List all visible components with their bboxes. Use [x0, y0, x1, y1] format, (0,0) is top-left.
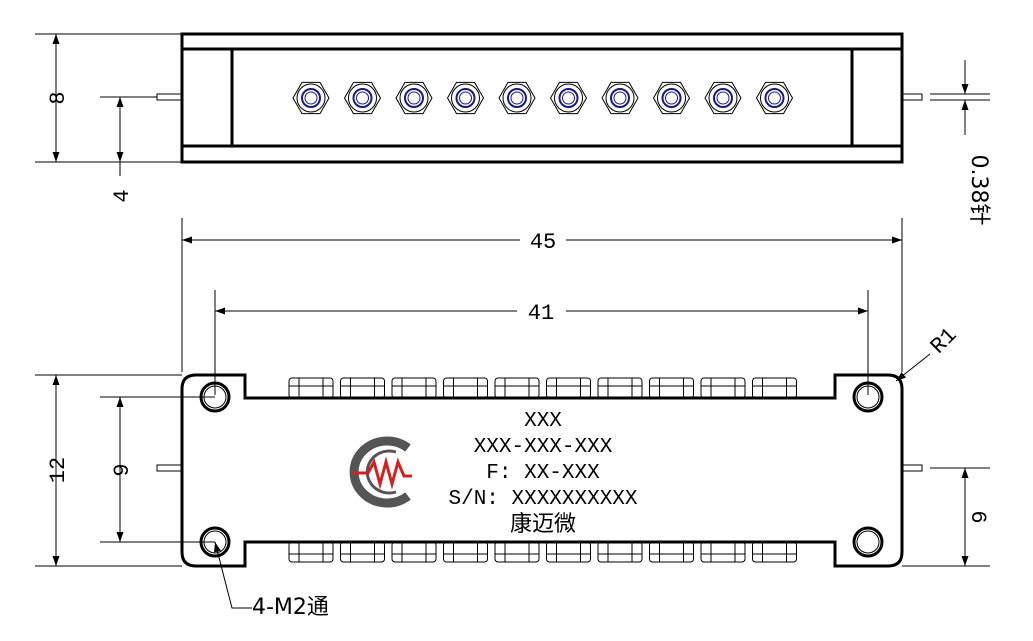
connector-side-top-4 [443, 377, 488, 399]
connector-side-top-8 [649, 377, 694, 399]
connector-side-bottom-10 [752, 541, 797, 563]
connector-side-top-3 [391, 377, 437, 399]
connector-8 [652, 81, 691, 115]
label-line-2: XXX-XXX-XXX [474, 436, 613, 459]
dim-top-height-text: 8 [46, 91, 71, 104]
connector-1 [292, 81, 330, 115]
connector-side-bottom-9 [700, 541, 746, 563]
connector-side-bottom-2 [340, 541, 385, 563]
connector-4 [446, 81, 485, 115]
connector-5 [498, 81, 536, 115]
dim-right-pin-offset-text: 6 [965, 510, 990, 523]
connector-side-top-1 [288, 377, 334, 399]
hole-callout: 4-M2通 [214, 541, 329, 620]
dim-body-height-text: 12 [46, 457, 71, 483]
connector-side-bottom-5 [494, 541, 540, 563]
top-right-pin [901, 93, 923, 101]
connector-7 [601, 81, 639, 115]
connector-side-top-7 [597, 377, 643, 399]
connector-2 [343, 81, 382, 115]
dim-top-height: 8 [35, 33, 182, 163]
bottom-left-pin [156, 464, 183, 472]
dim-hole-vertical-spacing: 9 [100, 396, 215, 543]
dim-right-pin-offset: 6 [902, 467, 990, 567]
dim-overall-length-text: 45 [530, 230, 556, 255]
connector-side-top-10 [752, 377, 797, 399]
connector-side-bottom-7 [597, 541, 643, 563]
connector-side-bottom-4 [443, 541, 488, 563]
top-connector-row [292, 81, 794, 115]
connector-3 [395, 81, 433, 115]
label-line-3: F: XX-XXX [486, 462, 600, 485]
hole-callout-text: 4-M2通 [252, 595, 329, 620]
connector-side-bottom-1 [288, 541, 334, 563]
top-left-pin [156, 93, 183, 101]
label-line-4: S/N: XXXXXXXXXX [448, 488, 637, 511]
company-logo-icon [349, 436, 412, 508]
label-line-5: 康迈微 [510, 512, 576, 537]
label-line-1: XXX [524, 410, 562, 433]
dim-corner-radius-text: R1 [926, 323, 962, 359]
bottom-view-body [180, 373, 904, 568]
dim-overall-length: 45 [181, 218, 903, 372]
dim-body-height: 12 [35, 374, 182, 567]
connector-10 [755, 81, 794, 115]
connector-side-bottom-8 [649, 541, 694, 563]
connector-side-bottom-6 [546, 541, 591, 563]
connector-6 [549, 81, 588, 115]
dim-hole-spacing-text: 41 [528, 301, 554, 326]
dim-corner-radius: R1 [895, 323, 962, 382]
connector-row-top-edge [288, 377, 797, 399]
mounting-hole-top-right [852, 381, 884, 413]
dim-hole-vertical-spacing-text: 9 [110, 463, 135, 476]
connector-side-top-9 [700, 377, 746, 399]
connector-side-top-2 [340, 377, 385, 399]
top-view [156, 32, 923, 164]
connector-side-bottom-3 [391, 541, 437, 563]
connector-row-bottom-edge [288, 541, 797, 563]
dim-pin-diameter: 0.38针 [930, 60, 991, 226]
connector-9 [704, 81, 742, 115]
connector-side-top-6 [546, 377, 591, 399]
bottom-view: XXX XXX-XXX-XXX F: XX-XXX S/N: XXXXXXXXX… [156, 373, 923, 568]
connector-side-top-5 [494, 377, 540, 399]
dim-top-pin-offset: 4 [100, 96, 157, 203]
dim-hole-spacing: 41 [214, 290, 869, 395]
mounting-hole-bottom-right [852, 526, 884, 558]
top-view-body [180, 32, 904, 164]
dim-top-pin-offset-text: 4 [110, 189, 135, 202]
bottom-right-pin [901, 464, 923, 472]
dim-pin-diameter-text: 0.38针 [966, 155, 991, 226]
